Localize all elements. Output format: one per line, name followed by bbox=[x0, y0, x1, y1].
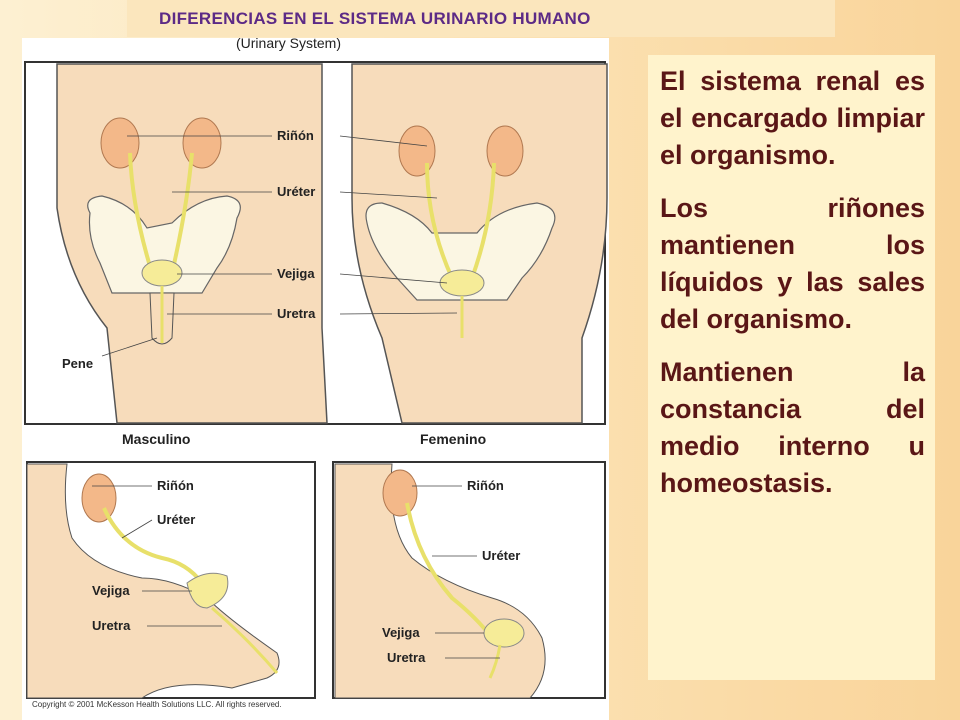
side-male-label-uretra: Uretra bbox=[92, 618, 131, 633]
female-pelvis bbox=[365, 202, 556, 301]
label-uretra: Uretra bbox=[277, 306, 316, 321]
anatomy-illustration bbox=[24, 61, 608, 699]
male-side-kidney bbox=[81, 473, 117, 523]
label-ureter: Uréter bbox=[277, 184, 316, 199]
paragraph-2: Los riñones mantienen los líquidos y las… bbox=[660, 193, 925, 334]
paragraph-1: El sistema renal es el encargado limpiar… bbox=[660, 66, 925, 170]
female-side-bladder bbox=[483, 618, 525, 648]
male-side-urethra bbox=[211, 606, 279, 674]
side-male-label-ureter: Uréter bbox=[157, 512, 196, 527]
side-female-label-uretra: Uretra bbox=[387, 650, 426, 665]
description-panel: El sistema renal es el encargado limpiar… bbox=[648, 55, 935, 680]
female-ureter-right bbox=[470, 162, 496, 279]
male-ureter-right bbox=[170, 152, 194, 274]
side-female-label-ureter: Uréter bbox=[482, 548, 521, 563]
copyright-notice: Copyright © 2001 McKesson Health Solutio… bbox=[32, 700, 282, 709]
male-side-bladder bbox=[186, 572, 229, 609]
female-side-urethra bbox=[488, 644, 502, 679]
diagram-subtitle: (Urinary System) bbox=[236, 35, 342, 51]
side-female-label-rinon: Riñón bbox=[467, 478, 504, 493]
caption-masculino: Masculino bbox=[122, 431, 191, 447]
paragraph-3: Mantienen la constancia del medio intern… bbox=[660, 357, 925, 498]
male-kidney-left bbox=[100, 117, 140, 169]
male-side-ureter bbox=[102, 507, 204, 585]
label-pene: Pene bbox=[62, 356, 94, 371]
side-male-label-vejiga: Vejiga bbox=[92, 583, 130, 598]
label-rinon: Riñón bbox=[277, 128, 314, 143]
side-male-label-rinon: Riñón bbox=[157, 478, 194, 493]
male-kidney-right bbox=[182, 117, 222, 169]
female-side-kidney bbox=[382, 469, 418, 517]
male-pelvis bbox=[87, 195, 241, 294]
side-female-label-vejiga: Vejiga bbox=[382, 625, 420, 640]
male-side-body bbox=[26, 463, 280, 699]
slide-title-text: DIFERENCIAS EN EL SISTEMA URINARIO HUMAN… bbox=[159, 8, 591, 28]
female-side-ureter bbox=[405, 502, 494, 640]
female-kidney-right bbox=[486, 125, 524, 177]
male-ureter-left bbox=[128, 152, 154, 274]
slide-title: DIFERENCIAS EN EL SISTEMA URINARIO HUMAN… bbox=[127, 0, 835, 37]
male-bladder bbox=[141, 259, 183, 287]
female-ureter-left bbox=[425, 162, 454, 279]
female-kidney-left bbox=[398, 125, 436, 177]
label-vejiga: Vejiga bbox=[277, 266, 315, 281]
caption-femenino: Femenino bbox=[420, 431, 487, 447]
urinary-system-diagram: (Urinary System) Riñón Uréter Vejiga Ure… bbox=[22, 35, 609, 720]
